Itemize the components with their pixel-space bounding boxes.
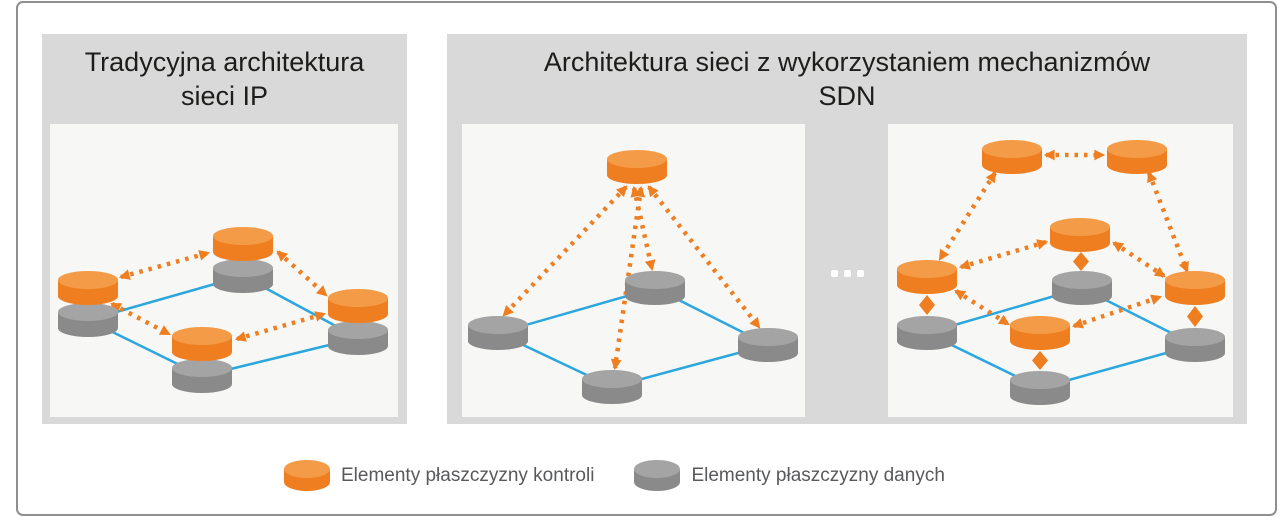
- data-plane-node: [582, 370, 642, 404]
- diagram-sdn-centralized: [468, 150, 798, 404]
- control-plane-node: [172, 327, 232, 361]
- data-plane-node: [1165, 328, 1225, 362]
- ellipsis-separator: [831, 270, 864, 277]
- data-plane-node: [1052, 271, 1112, 305]
- diagram-sdn-distributed: [897, 140, 1225, 405]
- data-plane-node: [1010, 371, 1070, 405]
- data-plane-node: [58, 303, 118, 337]
- control-plane-arrow: [938, 171, 997, 261]
- control-plane-arrow: [954, 289, 1010, 326]
- data-plane-node: [468, 316, 528, 350]
- diagram-area-traditional: [50, 124, 398, 417]
- title-line-2: sieci IP: [180, 81, 269, 111]
- figure-border: [16, 1, 1277, 516]
- control-plane-node: [58, 271, 118, 305]
- title-line-2: SDN: [818, 81, 876, 111]
- title-line-1: Architektura sieci z wykorzystaniem mech…: [543, 47, 1151, 77]
- panel-sdn: Architektura sieci z wykorzystaniem mech…: [447, 34, 1247, 424]
- control-plane-node: [1107, 140, 1167, 174]
- control-data-connector: [1073, 252, 1089, 271]
- control-plane-arrow: [1112, 241, 1166, 278]
- control-plane-arrow: [502, 185, 628, 317]
- control-plane-arrow: [118, 250, 211, 280]
- data-plane-swatch: [634, 460, 681, 491]
- panel-traditional: Tradycyjna architektura sieci IP: [42, 34, 407, 424]
- panel-traditional-title: Tradycyjna architektura sieci IP: [42, 34, 407, 113]
- control-plane-arrow: [110, 302, 171, 336]
- panel-sdn-title: Architektura sieci z wykorzystaniem mech…: [447, 34, 1247, 113]
- control-plane-node: [982, 140, 1042, 174]
- data-plane-node: [328, 321, 388, 355]
- data-plane-node: [897, 316, 957, 350]
- data-plane-node: [172, 359, 232, 393]
- legend-item-control-plane: Elementy płaszczyzny kontroli: [283, 459, 594, 492]
- control-plane-arrow: [958, 239, 1049, 270]
- title-line-1: Tradycyjna architektura: [84, 47, 365, 77]
- control-plane-arrow: [647, 185, 761, 329]
- control-plane-node: [607, 150, 667, 184]
- diagram-traditional-network: [58, 227, 388, 393]
- control-plane-arrow: [276, 250, 328, 297]
- control-plane-node: [1010, 316, 1070, 350]
- control-plane-arrow: [610, 185, 646, 371]
- ellipsis-dot: [844, 270, 851, 277]
- control-plane-arrow: [1146, 170, 1190, 274]
- legend-label-data-plane: Elementy płaszczyzny danych: [691, 464, 945, 486]
- control-plane-arrow: [234, 311, 327, 342]
- control-plane-node: [1165, 271, 1225, 305]
- ellipsis-dot: [857, 270, 864, 277]
- diagram-area-sdn-distributed: [888, 124, 1233, 417]
- data-plane-cylinder-icon: [634, 460, 681, 491]
- control-plane-node: [328, 289, 388, 323]
- data-plane-node: [213, 259, 273, 293]
- control-data-connector: [1187, 306, 1203, 327]
- control-data-connector: [1032, 351, 1048, 370]
- legend-label-control-plane: Elementy płaszczyzny kontroli: [341, 464, 595, 486]
- legend-item-data-plane: Elementy płaszczyzny danych: [633, 459, 945, 492]
- diagram-area-sdn-centralized: [462, 124, 805, 417]
- control-plane-node: [1050, 218, 1110, 252]
- control-plane-node: [213, 227, 273, 261]
- data-plane-node: [738, 328, 798, 362]
- control-plane-swatch: [284, 460, 330, 491]
- ellipsis-dot: [831, 270, 838, 277]
- control-plane-cylinder-icon: [284, 460, 330, 491]
- data-plane-node: [625, 271, 685, 305]
- control-plane-node: [897, 260, 957, 294]
- legend: Elementy płaszczyzny kontroli Elementy p…: [283, 459, 945, 492]
- control-data-connector: [919, 295, 935, 315]
